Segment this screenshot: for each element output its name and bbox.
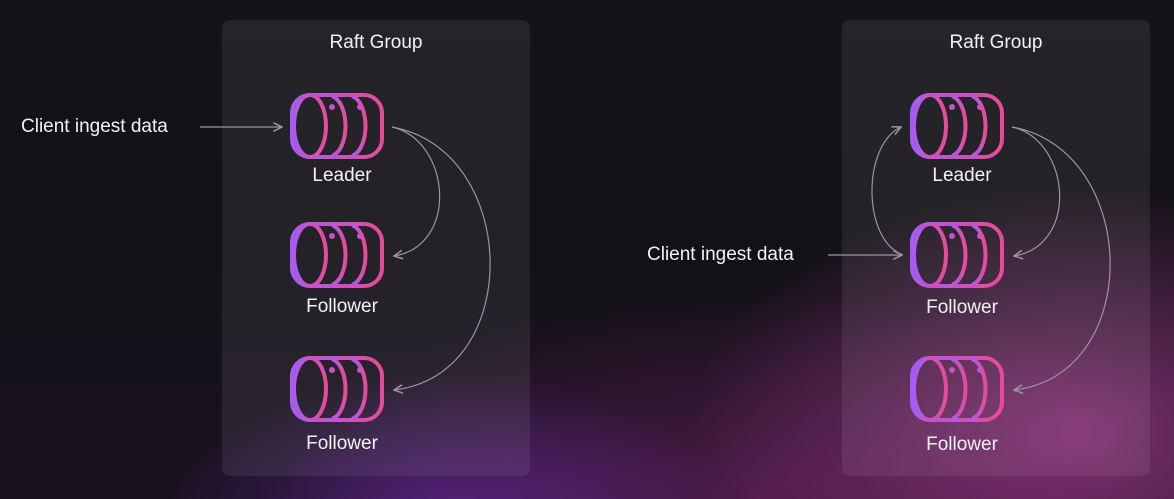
node-label-leader: Leader: [932, 165, 992, 186]
node-label-follower: Follower: [926, 297, 998, 318]
leader-to-follower-arrow: [391, 126, 441, 256]
follower-to-leader-arrow: [871, 127, 904, 256]
leader-to-follower-arrow: [1011, 126, 1111, 390]
client-ingest-label: Client ingest data: [647, 244, 794, 265]
node-label-follower: Follower: [306, 433, 378, 454]
raft-group-panel-right: Raft Group: [842, 20, 1150, 476]
client-ingest-label: Client ingest data: [21, 116, 168, 137]
leader-to-follower-arrow: [1011, 126, 1061, 256]
node-label-follower: Follower: [926, 434, 998, 455]
node-label-follower: Follower: [306, 296, 378, 317]
leader-to-follower-arrow: [391, 126, 491, 390]
node-label-leader: Leader: [312, 165, 372, 186]
raft-group-panel-left: Raft Group: [222, 20, 530, 476]
raft-group-title: Raft Group: [329, 32, 423, 53]
raft-group-title: Raft Group: [949, 32, 1043, 53]
